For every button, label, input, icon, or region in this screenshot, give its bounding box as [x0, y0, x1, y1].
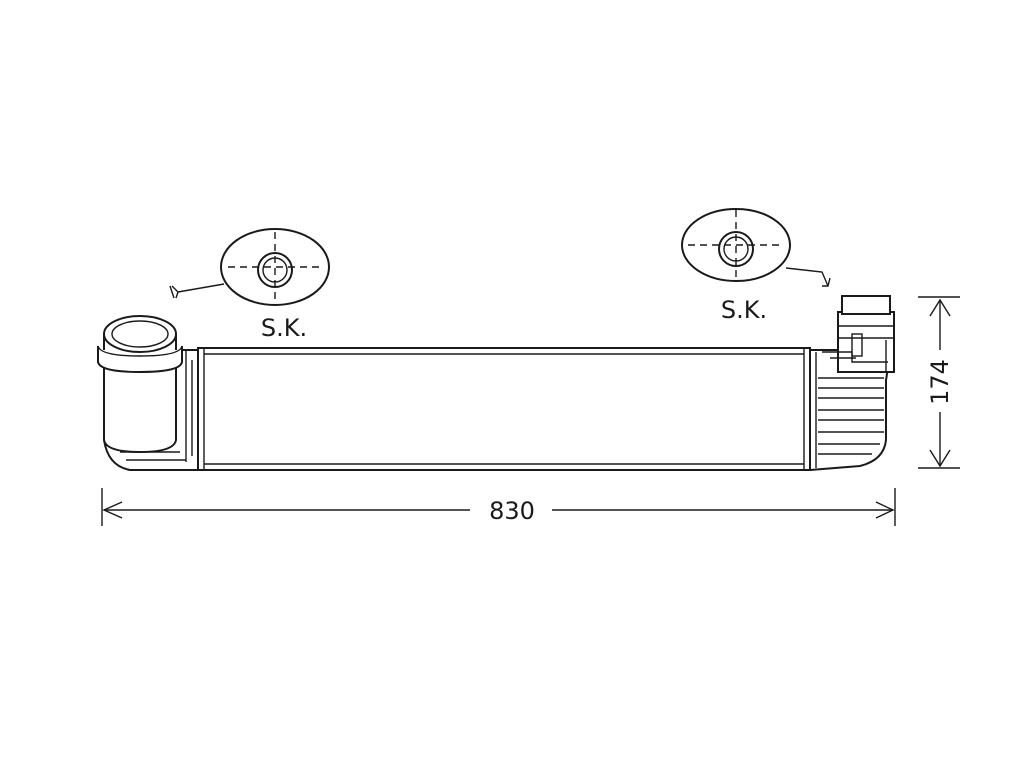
right-outlet-pipe — [822, 295, 895, 373]
left-sk-label: S.K. — [261, 314, 307, 342]
length-dimension-label: 830 — [489, 497, 535, 525]
length-dimension — [101, 488, 896, 526]
left-sensor-detail — [169, 228, 330, 306]
right-sk-label: S.K. — [721, 296, 767, 324]
right-sensor-detail — [681, 208, 831, 287]
left-inlet-pipe — [97, 315, 183, 454]
height-dimension — [918, 296, 960, 469]
height-dimension-label: 174 — [926, 359, 954, 405]
intercooler-core — [197, 347, 811, 471]
left-tank — [103, 349, 199, 471]
